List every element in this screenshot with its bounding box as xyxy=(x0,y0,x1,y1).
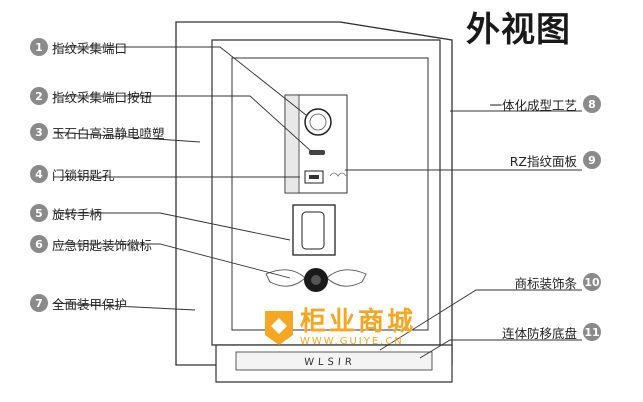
leader-2 xyxy=(54,95,313,153)
callout-2-number: 2 xyxy=(30,87,48,105)
callout-9-number: 9 xyxy=(583,151,601,169)
callout-11-label: 连体防移底盘 xyxy=(501,325,577,341)
callout-6-number: 6 xyxy=(30,235,48,253)
brand-label: WLSIR xyxy=(303,357,357,368)
leader-10 xyxy=(379,289,582,351)
leader-lines xyxy=(53,46,582,359)
callout-5-label: 旋转手柄 xyxy=(52,206,103,222)
panel-ornament xyxy=(329,172,347,177)
watermark: 柜业商城 WWW.GUIYE.CN xyxy=(262,308,416,347)
leader-5 xyxy=(54,212,291,241)
leader-6 xyxy=(54,243,291,279)
callout-7-number: 7 xyxy=(30,294,48,312)
callout-3-label: 玉石白高温静电喷塑 xyxy=(52,125,165,141)
callout-9-label: RZ指纹面板 xyxy=(509,153,577,169)
callout-1: 1 指纹采集端口 xyxy=(30,37,131,57)
cabinet-top-bevel xyxy=(339,21,453,41)
callout-5-number: 5 xyxy=(30,204,48,222)
callout-8-label: 一体化成型工艺 xyxy=(489,97,577,113)
callout-10: 商标装饰条 10 xyxy=(510,272,601,292)
leader-3 xyxy=(53,131,201,143)
door-inner-frame xyxy=(231,57,429,331)
callout-1-number: 1 xyxy=(30,38,48,56)
emblem-disc-center xyxy=(311,275,321,285)
callout-4: 4 门锁钥匙孔 xyxy=(30,164,119,184)
callout-2: 2 指纹采集端口按钮 xyxy=(30,86,156,106)
callout-4-number: 4 xyxy=(30,165,48,183)
fingerprint-button xyxy=(309,150,325,155)
callout-3-number: 3 xyxy=(30,123,48,141)
callout-11-number: 11 xyxy=(583,323,601,341)
watermark-logo-icon xyxy=(265,310,293,345)
callout-7: 7 全面装甲保护 xyxy=(30,293,131,313)
callout-3: 3 玉石白高温静电喷塑 xyxy=(30,122,169,142)
keyhole-slot xyxy=(309,175,319,179)
callout-6-label: 应急钥匙装饰徽标 xyxy=(52,237,153,253)
leader-11 xyxy=(419,339,582,359)
callout-1-label: 指纹采集端口 xyxy=(52,40,128,56)
callout-11: 连体防移底盘 11 xyxy=(498,322,601,342)
leader-1 xyxy=(54,46,307,116)
diagram-title: 外视图 xyxy=(466,10,571,50)
watermark-url: WWW.GUIYE.CN xyxy=(300,336,404,347)
callout-8: 一体化成型工艺 8 xyxy=(485,94,601,114)
callout-5: 5 旋转手柄 xyxy=(30,203,106,223)
callout-9: RZ指纹面板 9 xyxy=(506,150,601,170)
leader-7 xyxy=(53,302,196,311)
brand-strip xyxy=(235,351,433,371)
callout-7-label: 全面装甲保护 xyxy=(52,296,128,312)
callout-6: 6 应急钥匙装饰徽标 xyxy=(30,234,156,254)
callout-8-number: 8 xyxy=(583,95,601,113)
rotary-handle-grip xyxy=(301,211,325,250)
callout-4-label: 门锁钥匙孔 xyxy=(52,167,115,183)
fingerprint-panel-strip xyxy=(284,94,300,194)
callout-10-label: 商标装饰条 xyxy=(514,275,577,291)
fingerprint-sensor-inner xyxy=(309,113,327,131)
callout-10-number: 10 xyxy=(583,273,601,291)
callout-2-label: 指纹采集端口按钮 xyxy=(52,89,153,105)
watermark-text: 柜业商城 xyxy=(300,307,417,337)
